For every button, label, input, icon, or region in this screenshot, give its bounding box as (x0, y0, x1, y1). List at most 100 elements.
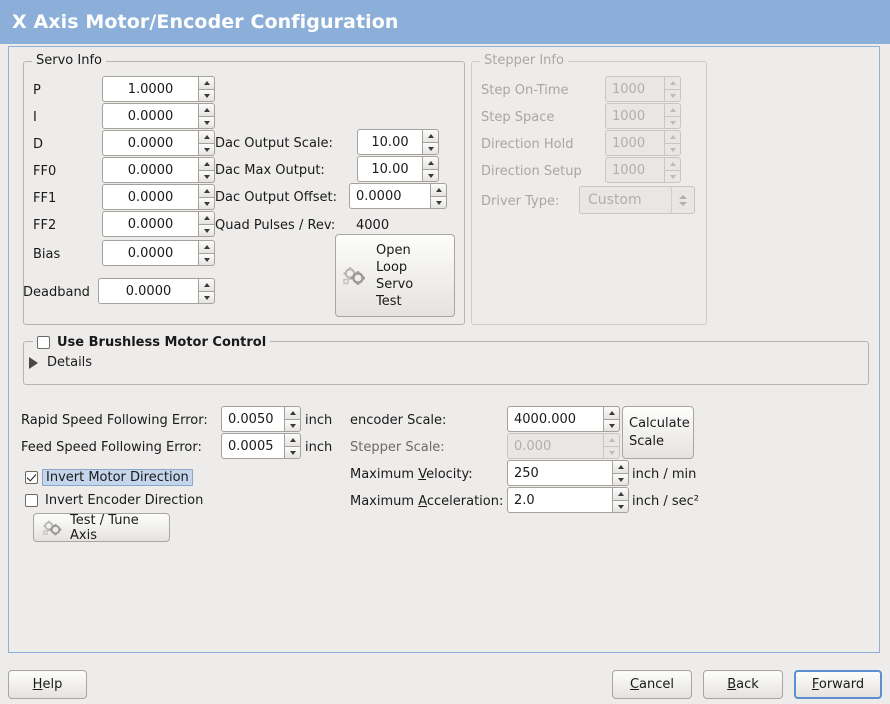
spin-up-icon[interactable] (198, 211, 215, 224)
rapid-following-error-value[interactable]: 0.0050 (221, 406, 284, 432)
rapid-following-error-spin[interactable]: 0.0050 (221, 406, 301, 432)
servo-spin-p-buttons[interactable] (198, 76, 215, 102)
spin-up-icon[interactable] (198, 157, 215, 170)
servo-spin-d-buttons[interactable] (198, 130, 215, 156)
maximum-acceleration-value[interactable]: 2.0 (507, 487, 612, 513)
spin-down-icon[interactable] (198, 224, 215, 237)
spin-down-icon[interactable] (198, 143, 215, 156)
step-space-spin: 1000 (605, 103, 681, 129)
dac-output-offset-spin[interactable]: 0.0000 (349, 183, 447, 209)
spin-up-icon[interactable] (198, 184, 215, 197)
servo-spin-ff2-buttons[interactable] (198, 211, 215, 237)
use-brushless-motor-control-checkbox[interactable]: Use Brushless Motor Control (33, 335, 271, 350)
spin-down-icon[interactable] (603, 419, 620, 432)
dac-max-output-label: Dac Max Output: (215, 163, 325, 178)
spin-down-icon[interactable] (430, 196, 447, 209)
spin-down-icon[interactable] (284, 419, 301, 432)
dac-output-scale-buttons[interactable] (422, 129, 439, 155)
spin-down-icon[interactable] (198, 116, 215, 129)
spin-down-icon[interactable] (612, 500, 629, 513)
calculate-scale-button[interactable]: Calculate Scale (622, 406, 694, 459)
servo-spin-deadband[interactable]: 0.0000 (98, 278, 215, 304)
encoder-scale-spin[interactable]: 4000.000 (507, 406, 620, 432)
spin-up-icon[interactable] (612, 487, 629, 500)
spin-up-icon[interactable] (198, 130, 215, 143)
spin-up-icon[interactable] (422, 129, 439, 142)
maximum-velocity-buttons[interactable] (612, 460, 629, 486)
feed-following-error-spin[interactable]: 0.0005 (221, 433, 301, 459)
spin-up-icon[interactable] (284, 406, 301, 419)
encoder-scale-value[interactable]: 4000.000 (507, 406, 603, 432)
open-loop-servo-test-button[interactable]: Open Loop Servo Test (335, 234, 455, 317)
servo-spin-ff1-buttons[interactable] (198, 184, 215, 210)
invert-motor-direction-checkbox[interactable]: Invert Motor Direction (25, 469, 193, 486)
servo-spin-ff2[interactable]: 0.0000 (102, 211, 215, 237)
servo-spin-ff0[interactable]: 0.0000 (102, 157, 215, 183)
checkbox-box[interactable] (25, 494, 38, 507)
servo-spin-deadband-value[interactable]: 0.0000 (98, 278, 198, 304)
servo-spin-d[interactable]: 0.0000 (102, 130, 215, 156)
spin-down-icon[interactable] (422, 142, 439, 155)
help-label-rest: elp (42, 677, 63, 692)
invert-encoder-direction-checkbox[interactable]: Invert Encoder Direction (25, 493, 203, 508)
spin-up-icon[interactable] (603, 406, 620, 419)
checkbox-box[interactable] (25, 471, 38, 484)
spin-up-icon[interactable] (612, 460, 629, 473)
rapid-following-error-buttons[interactable] (284, 406, 301, 432)
spin-up-icon[interactable] (198, 103, 215, 116)
spin-up-icon[interactable] (284, 433, 301, 446)
test-tune-axis-button[interactable]: Test / Tune Axis (33, 513, 170, 543)
servo-spin-ff1-value[interactable]: 0.0000 (102, 184, 198, 210)
chevron-right-icon[interactable] (29, 356, 38, 369)
spin-up-icon[interactable] (422, 156, 439, 169)
servo-spin-p[interactable]: 1.0000 (102, 76, 215, 102)
checkbox-box[interactable] (37, 336, 50, 349)
encoder-scale-buttons[interactable] (603, 406, 620, 432)
maximum-velocity-value[interactable]: 250 (507, 460, 612, 486)
dac-max-output-buttons[interactable] (422, 156, 439, 182)
spin-down-icon[interactable] (198, 291, 215, 304)
dac-max-output-spin[interactable]: 10.00 (357, 156, 439, 182)
spin-down-icon[interactable] (198, 170, 215, 183)
back-button[interactable]: Back (703, 670, 783, 699)
servo-spin-ff0-buttons[interactable] (198, 157, 215, 183)
servo-spin-bias-buttons[interactable] (198, 240, 215, 266)
spin-up-icon[interactable] (198, 240, 215, 253)
servo-spin-ff0-value[interactable]: 0.0000 (102, 157, 198, 183)
dac-output-offset-value[interactable]: 0.0000 (349, 183, 430, 209)
spin-up-icon[interactable] (198, 278, 215, 291)
spin-down-icon[interactable] (284, 446, 301, 459)
servo-spin-p-value[interactable]: 1.0000 (102, 76, 198, 102)
maximum-acceleration-buttons[interactable] (612, 487, 629, 513)
dac-output-scale-spin[interactable]: 10.00 (357, 129, 439, 155)
spin-up-icon[interactable] (198, 76, 215, 89)
brushless-details-expander[interactable]: Details (29, 355, 92, 370)
spin-up-icon[interactable] (430, 183, 447, 196)
servo-spin-i[interactable]: 0.0000 (102, 103, 215, 129)
dac-output-offset-buttons[interactable] (430, 183, 447, 209)
cancel-button[interactable]: Cancel (612, 670, 692, 699)
maximum-acceleration-spin[interactable]: 2.0 (507, 487, 629, 513)
spin-down-icon[interactable] (198, 197, 215, 210)
servo-spin-i-buttons[interactable] (198, 103, 215, 129)
servo-spin-bias[interactable]: 0.0000 (102, 240, 215, 266)
servo-spin-deadband-buttons[interactable] (198, 278, 215, 304)
spin-down-icon[interactable] (198, 89, 215, 102)
servo-spin-i-value[interactable]: 0.0000 (102, 103, 198, 129)
servo-spin-ff1[interactable]: 0.0000 (102, 184, 215, 210)
help-button[interactable]: Help (8, 670, 87, 699)
feed-following-error-buttons[interactable] (284, 433, 301, 459)
maximum-velocity-spin[interactable]: 250 (507, 460, 629, 486)
cancel-mnemonic: C (629, 677, 640, 692)
spin-down-icon[interactable] (612, 473, 629, 486)
spin-down-icon[interactable] (198, 253, 215, 266)
spin-down-icon[interactable] (422, 169, 439, 182)
servo-spin-ff2-value[interactable]: 0.0000 (102, 211, 198, 237)
servo-spin-d-value[interactable]: 0.0000 (102, 130, 198, 156)
servo-spin-bias-value[interactable]: 0.0000 (102, 240, 198, 266)
direction-setup-buttons (664, 157, 681, 183)
forward-button[interactable]: Forward (794, 670, 882, 699)
dac-output-scale-value[interactable]: 10.00 (357, 129, 422, 155)
dac-max-output-value[interactable]: 10.00 (357, 156, 422, 182)
feed-following-error-value[interactable]: 0.0005 (221, 433, 284, 459)
